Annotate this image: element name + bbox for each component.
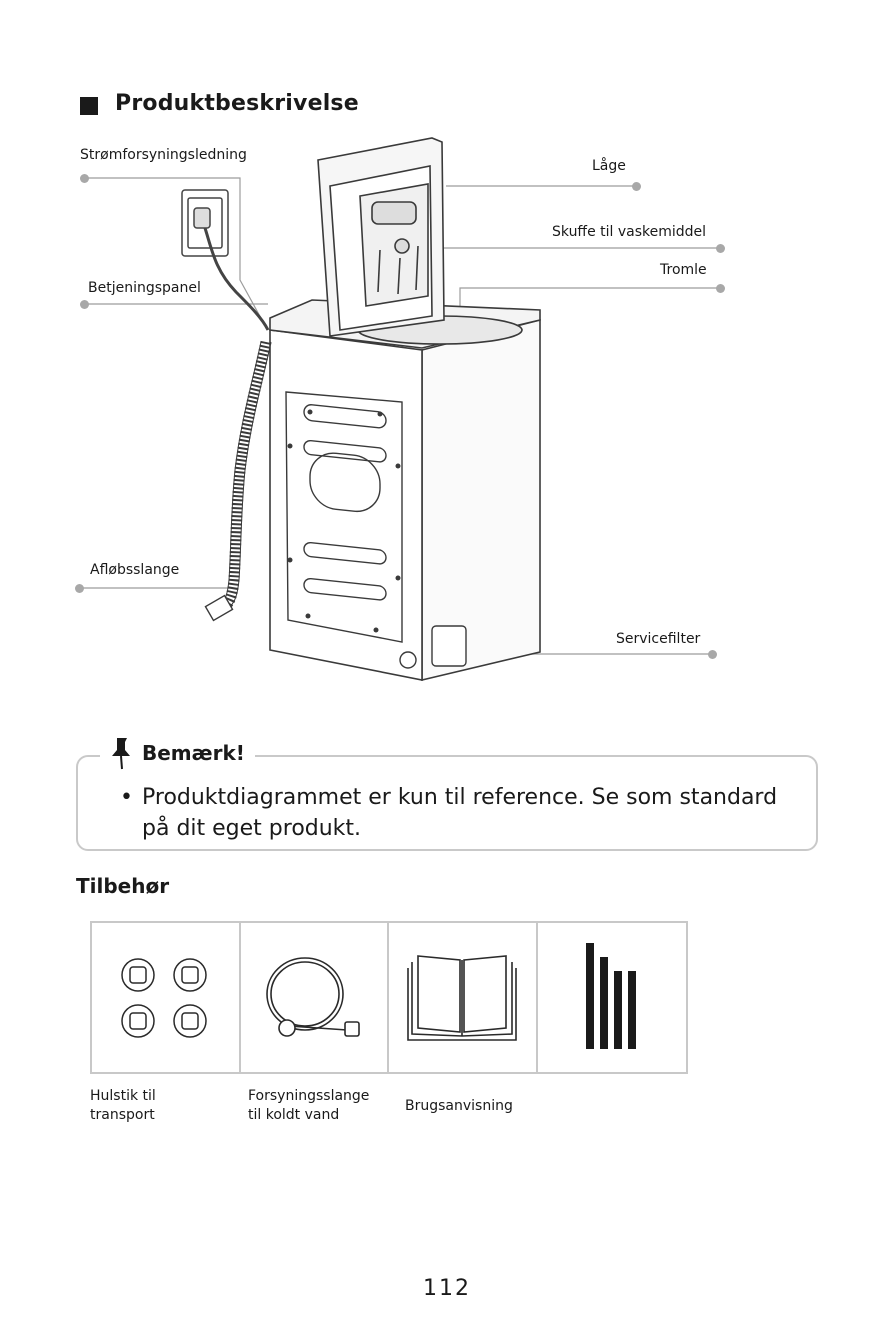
- wall-socket-icon: [182, 190, 228, 256]
- washing-machine-body: [270, 300, 540, 680]
- callout-dot: [75, 584, 84, 593]
- callout-power-cord: Strømforsyningsledning: [80, 147, 247, 163]
- transport-plugs-icon: [110, 953, 220, 1043]
- accessory-cell-bars: [538, 923, 687, 1072]
- callout-drain-hose: Afløbsslange: [90, 562, 179, 578]
- page-number: 112: [0, 1276, 894, 1301]
- bullet: •: [120, 782, 142, 813]
- callout-dot: [716, 284, 725, 293]
- bar-strips-icon: [582, 943, 642, 1053]
- accessory-label-water-hose: Forsyningsslange til koldt vand: [248, 1087, 369, 1125]
- open-lid: [318, 138, 444, 336]
- accessory-cell-manual: [389, 923, 538, 1072]
- accessories-grid: [90, 921, 688, 1074]
- note-line-1: Produktdiagrammet er kun til reference. …: [142, 785, 777, 810]
- callout-dot: [80, 174, 89, 183]
- callout-detergent-drawer: Skuffe til vaskemiddel: [552, 224, 706, 240]
- callout-dot: [80, 300, 89, 309]
- note-header: Bemærk!: [100, 734, 255, 772]
- callout-dot: [716, 244, 725, 253]
- callout-lid: Låge: [592, 158, 626, 174]
- callout-control-panel: Betjeningspanel: [88, 280, 201, 296]
- note-line-2: på dit eget produkt.: [120, 813, 800, 844]
- callout-dot: [708, 650, 717, 659]
- accessory-cell-transport-plugs: [92, 923, 241, 1072]
- callout-service-filter: Servicefilter: [616, 631, 700, 647]
- service-filter-door: [432, 626, 466, 666]
- pushpin-icon: [110, 736, 132, 770]
- manual-book-icon: [402, 948, 522, 1048]
- accessory-cell-water-hose: [241, 923, 390, 1072]
- note-text: •Produktdiagrammet er kun til reference.…: [120, 782, 800, 844]
- callout-drum: Tromle: [660, 262, 707, 278]
- callout-dot: [632, 182, 641, 191]
- drain-hose-icon: [218, 342, 266, 612]
- accessories-title: Tilbehør: [76, 874, 169, 898]
- product-diagram: [0, 0, 894, 720]
- water-hose-icon: [259, 948, 369, 1048]
- accessory-label-transport-plugs: Hulstik til transport: [90, 1087, 156, 1125]
- accessory-label-manual: Brugsanvisning: [405, 1097, 513, 1116]
- note-title: Bemærk!: [142, 741, 245, 765]
